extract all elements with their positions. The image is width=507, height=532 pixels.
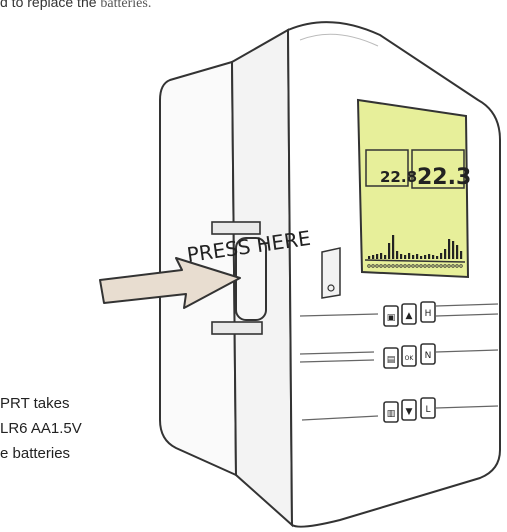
lcd-bar bbox=[436, 256, 438, 259]
lcd-left-value: 22.8 bbox=[380, 168, 417, 186]
button-light[interactable]: L bbox=[421, 398, 435, 418]
lcd-right-value: 22.3 bbox=[417, 165, 471, 190]
button-hold-glyph: H bbox=[425, 309, 432, 319]
lcd-bar bbox=[452, 241, 454, 259]
lcd-bar bbox=[428, 254, 430, 259]
caption-line-1: PRT takes bbox=[0, 395, 69, 412]
lcd-bar bbox=[444, 249, 446, 259]
button-clock[interactable]: ▣ bbox=[384, 306, 398, 326]
button-up[interactable]: ▲ bbox=[402, 304, 416, 324]
caption-line-2: LR6 AA1.5V bbox=[0, 420, 82, 437]
lcd-bar bbox=[376, 254, 378, 259]
button-prog[interactable]: ▤ bbox=[384, 348, 398, 368]
lcd-bar bbox=[424, 255, 426, 259]
button-mode[interactable]: N bbox=[421, 344, 435, 364]
button-grid: ▣ ▲ H ▤ OK N ▥ ▼ L bbox=[384, 302, 435, 422]
caption-line-3: e batteries bbox=[0, 445, 70, 462]
lcd-bar bbox=[396, 251, 398, 259]
lcd-bar bbox=[388, 243, 390, 259]
button-up-glyph: ▲ bbox=[406, 311, 413, 321]
button-ok-glyph: OK bbox=[405, 355, 415, 362]
lcd-bar bbox=[432, 255, 434, 259]
lcd-bar bbox=[420, 256, 422, 259]
button-down[interactable]: ▼ bbox=[402, 400, 416, 420]
lcd-bar bbox=[368, 256, 370, 259]
lcd-bar bbox=[372, 255, 374, 259]
lcd-bar bbox=[440, 253, 442, 259]
button-prog-glyph: ▤ bbox=[387, 355, 396, 365]
lcd-bar bbox=[404, 255, 406, 259]
button-mode-glyph: N bbox=[425, 351, 432, 361]
lcd-bar bbox=[380, 253, 382, 259]
lcd-bar bbox=[384, 255, 386, 259]
button-ok[interactable]: OK bbox=[402, 346, 416, 366]
lcd-bar bbox=[460, 251, 462, 259]
button-hold[interactable]: H bbox=[421, 302, 435, 322]
button-set[interactable]: ▥ bbox=[384, 402, 398, 422]
lcd-bar bbox=[412, 255, 414, 259]
lcd-bar bbox=[416, 254, 418, 259]
button-clock-glyph: ▣ bbox=[387, 313, 396, 323]
lcd-bar bbox=[408, 253, 410, 259]
rail-bottom bbox=[212, 322, 262, 334]
button-light-glyph: L bbox=[425, 405, 430, 415]
button-down-glyph: ▼ bbox=[406, 407, 413, 417]
button-set-glyph: ▥ bbox=[387, 409, 396, 419]
lcd-bar bbox=[400, 254, 402, 259]
lcd-bar bbox=[392, 235, 394, 259]
rail-top bbox=[212, 222, 260, 234]
lcd-bar bbox=[448, 239, 450, 259]
lcd-bar bbox=[456, 245, 458, 259]
